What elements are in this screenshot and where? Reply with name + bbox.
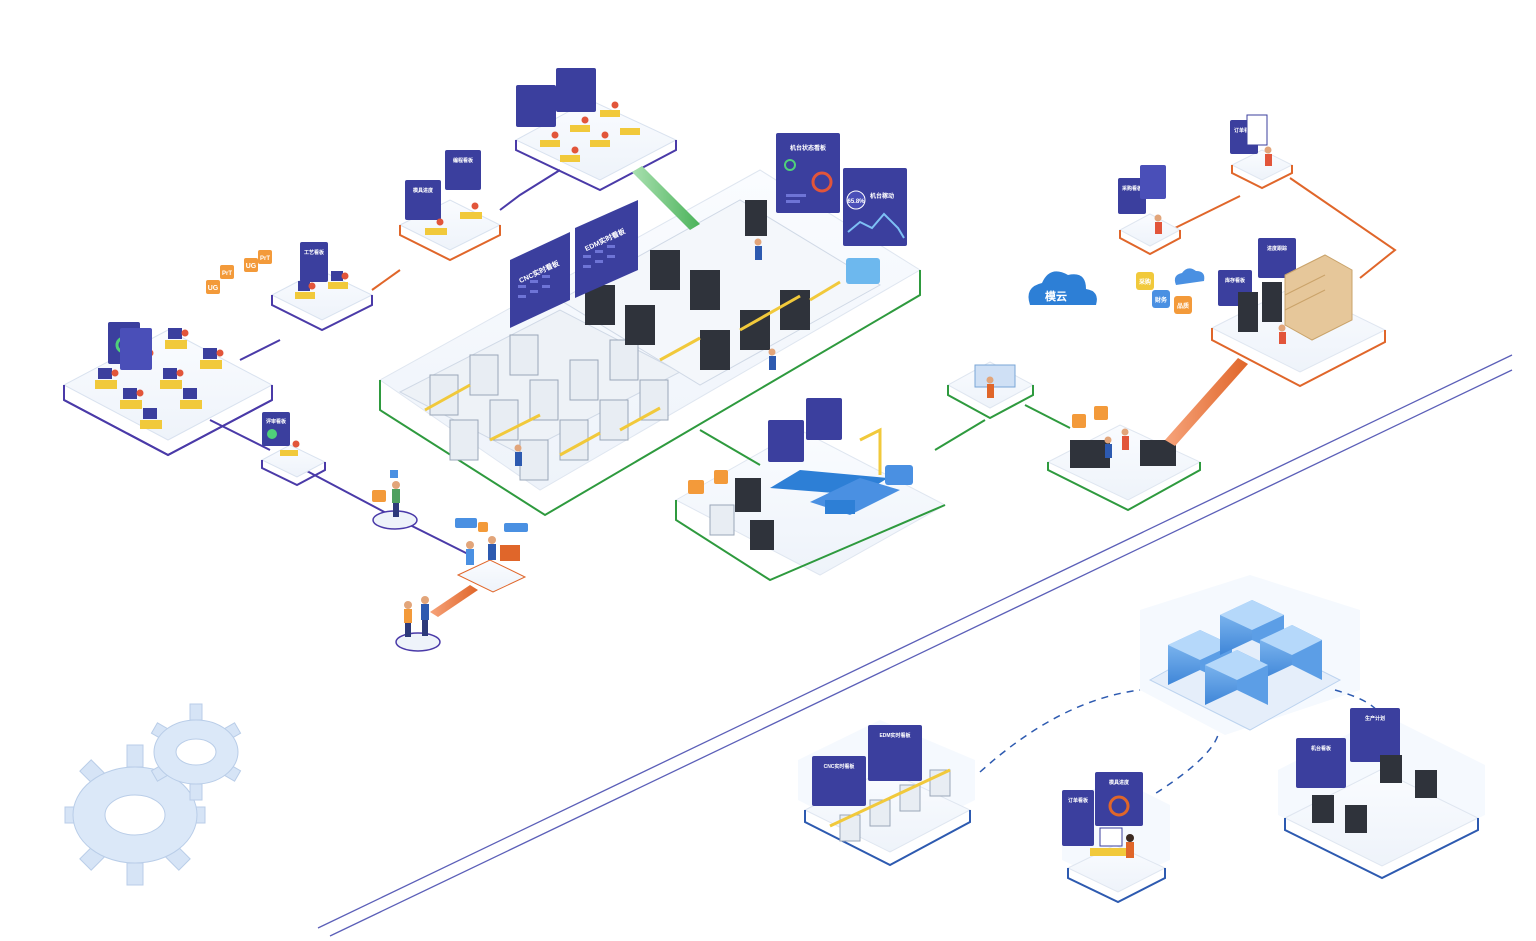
bottom-edm-platform: 机台看板 生产计划 [1278, 708, 1485, 880]
screen-edm: EDM实时看板 [575, 200, 638, 298]
order-platform: 订单看板 [1230, 114, 1294, 190]
file-tag-label: UG [208, 285, 219, 292]
file-tags: UG PrT UG PrT [206, 250, 272, 294]
gear-icon-small [150, 703, 242, 801]
file-tag-icon [244, 258, 258, 272]
file-tag-icon [220, 265, 234, 279]
orange-stairs [1165, 358, 1248, 446]
sales-platform [455, 518, 528, 593]
production-floor: CNC实时看板 EDM实时看板 机台状态看板 机台稼动 65.8% [379, 133, 921, 517]
small-cloud-icon [1174, 268, 1205, 285]
screen-oee-label: 机台稼动 [870, 192, 894, 200]
bottom-screen-plan-label: 生产计划 [1365, 715, 1385, 722]
screen-machine-status: 机台状态看板 [776, 133, 840, 213]
cam-platform: 模具进度 编程看板 [398, 150, 502, 262]
data-center [1140, 575, 1360, 735]
automation-platform [674, 398, 947, 582]
green-connectors [699, 404, 1071, 466]
bottom-screen-progress-label: 模具进度 [1109, 779, 1130, 786]
bottom-screen-order-label: 订单看板 [1068, 797, 1089, 804]
edm-machines [585, 200, 810, 370]
screen-cam1-label: 模具进度 [413, 187, 434, 194]
sales-stairs [430, 585, 478, 617]
screen-progress-label: 进度跟踪 [1267, 245, 1287, 252]
btn-finance-label: 财务 [1154, 296, 1168, 304]
data-center-building-icon [1168, 600, 1322, 705]
cnc-machines [429, 334, 669, 481]
dashed-links [979, 689, 1379, 801]
btn-quality-label: 品质 [1177, 302, 1189, 310]
gear-icon-large [64, 744, 206, 886]
bottom-cnc-platform: CNC实时看板 EDM实时看板 [798, 720, 975, 867]
monitor-device [846, 258, 880, 284]
bottom-office-platform: 订单看板 模具进度 [1062, 772, 1170, 904]
workers [514, 238, 776, 466]
btn-purchase-label: 采购 [1139, 278, 1151, 286]
planning-platform [514, 68, 678, 192]
process-platform: 工艺看板 [270, 242, 374, 332]
file-tag-label: UG [246, 263, 257, 270]
bottom-screen-machine-label: 机台看板 [1310, 745, 1332, 752]
screen-oee: 机台稼动 65.8% [843, 168, 907, 246]
warehouse-platform: 库存看板 进度跟踪 [1210, 238, 1387, 388]
bottom-screen-cnc-label: CNC实时看板 [824, 763, 856, 770]
dept-buttons: 采购 财务 品质 [1136, 268, 1205, 314]
bottom-screen-edm-label: EDM实时看板 [879, 732, 911, 739]
green-stairs [632, 166, 700, 230]
warehouse-boxes-icon [1284, 254, 1353, 341]
file-tag-icon [206, 280, 220, 294]
server-rack-icon [1238, 282, 1282, 332]
safety-fences [424, 280, 841, 457]
screen-order-label: 订单看板 [1234, 127, 1255, 134]
screen-cnc: CNC实时看板 [510, 232, 570, 328]
divider-lines [317, 354, 1513, 937]
design-office-platform [62, 322, 274, 457]
screen-cam2-label: 编程看板 [453, 157, 474, 164]
screen-process-label: 工艺看板 [304, 249, 325, 256]
cloud-label: 模云 [1045, 289, 1067, 303]
screen-oee-value: 65.8% [847, 199, 865, 205]
cloud-icon [1028, 271, 1097, 305]
screen-purchase-label: 采购看板 [1121, 185, 1143, 192]
customer-group [372, 470, 441, 652]
inspection-platform [946, 361, 1035, 420]
review-platform: 评审看板 [260, 412, 327, 487]
screen-machine-status-label: 机台状态看板 [790, 144, 827, 152]
cloud-node: 模云 [1028, 271, 1097, 305]
orange-connectors-right [1174, 177, 1397, 279]
assembly-platform [1046, 406, 1202, 512]
file-tag-label: PrT [222, 271, 232, 277]
screen-review-label: 评审看板 [266, 418, 287, 425]
purple-connectors [209, 169, 561, 556]
file-tag-label: PrT [260, 256, 270, 262]
orange-connectors [371, 269, 401, 291]
file-tag-icon [258, 250, 272, 264]
purchase-platform: 采购看板 [1118, 165, 1182, 256]
screen-stock-label: 库存看板 [1225, 277, 1246, 284]
